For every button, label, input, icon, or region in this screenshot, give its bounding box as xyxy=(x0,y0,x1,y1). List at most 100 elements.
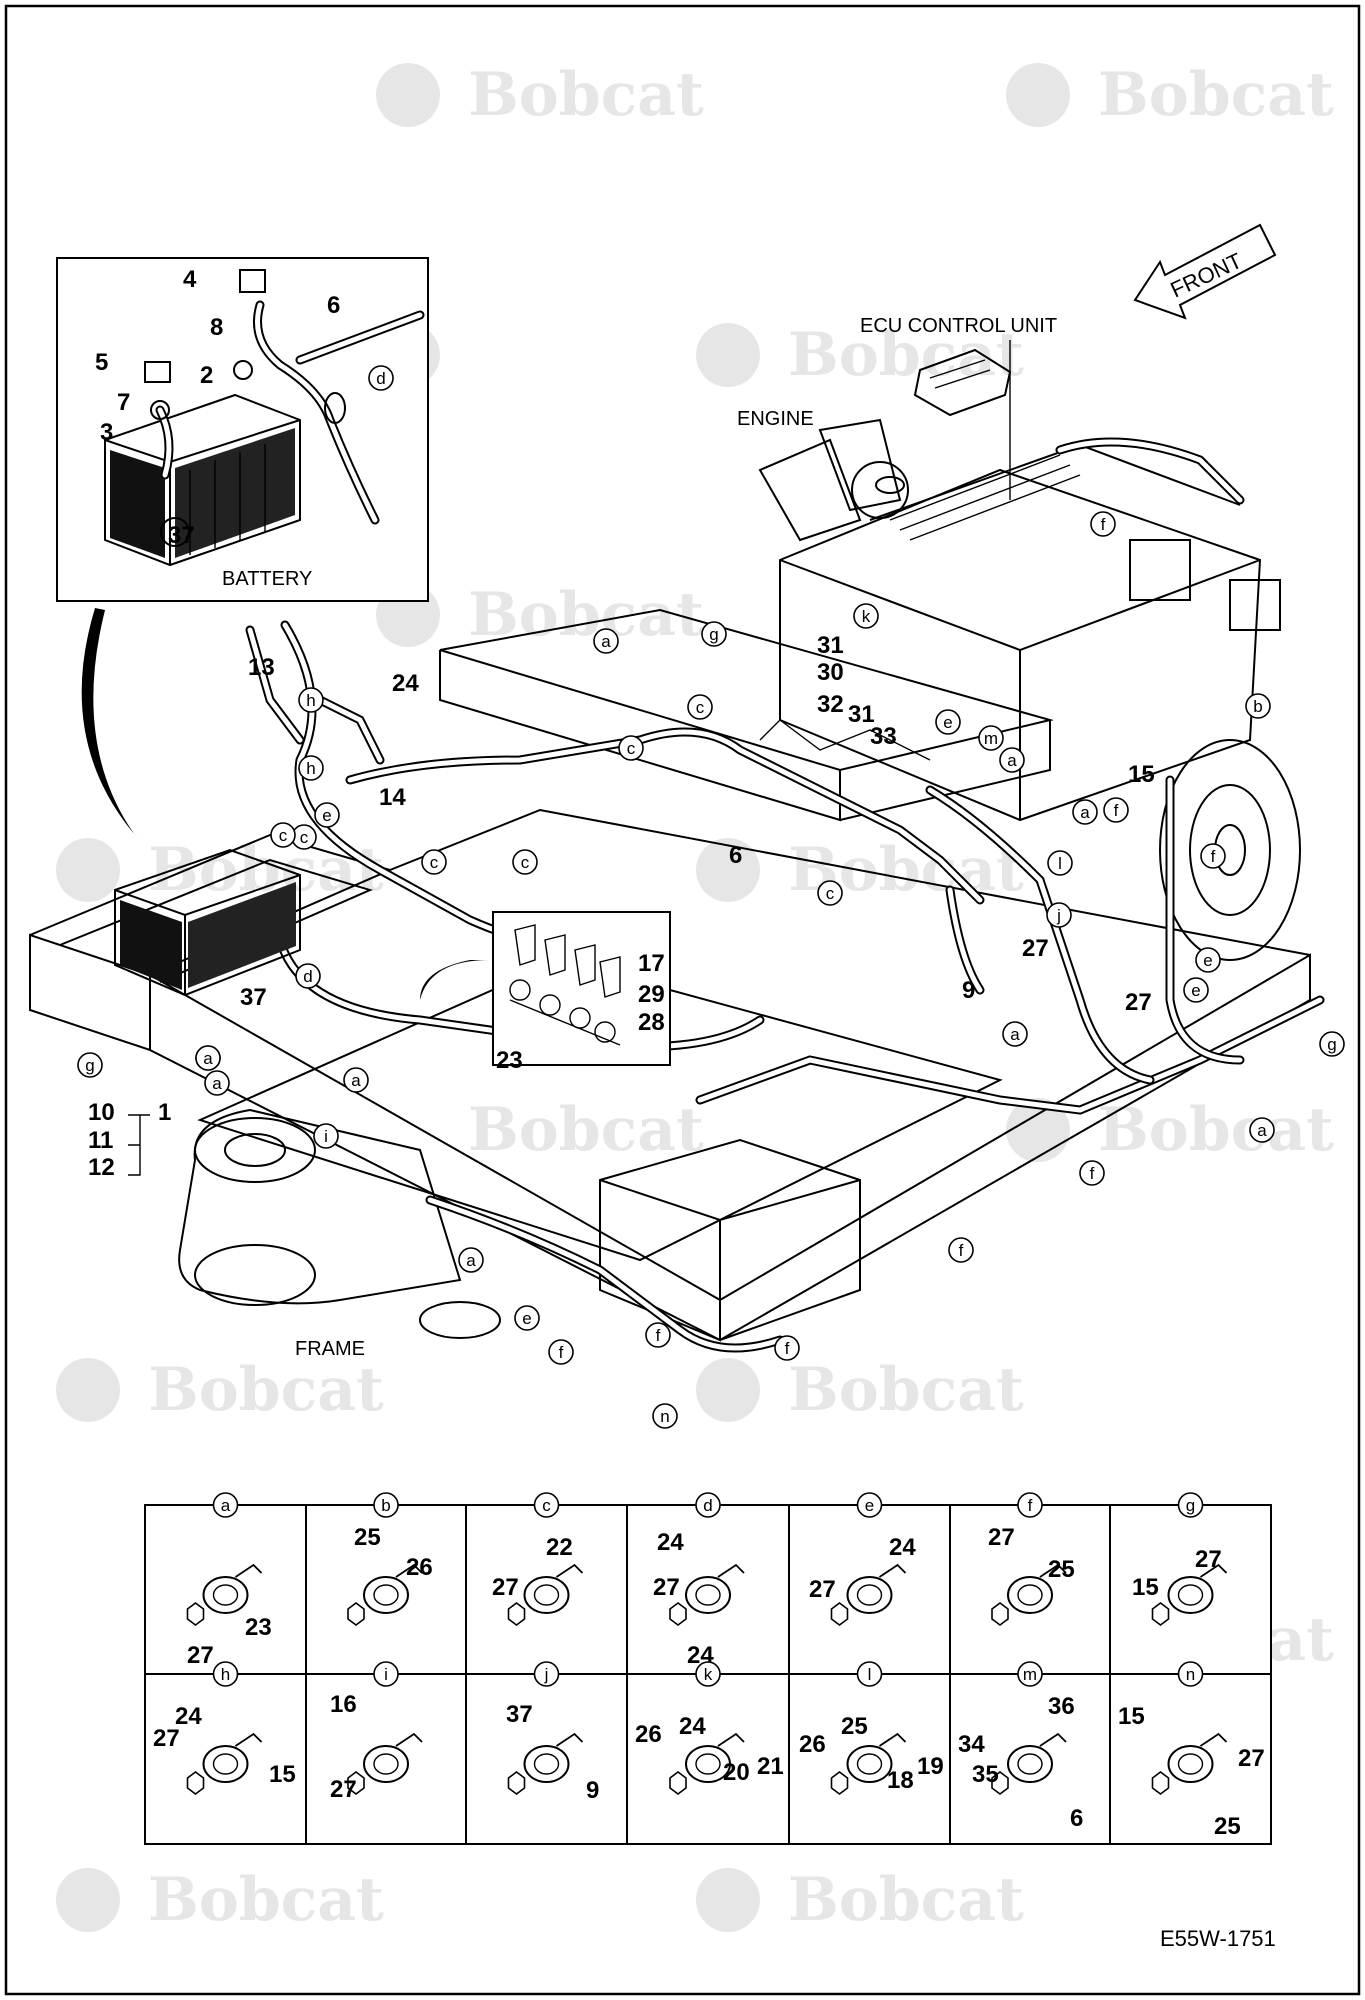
circle-letter: f xyxy=(1101,515,1106,534)
circle-icon xyxy=(1195,947,1221,973)
clamp-inner-icon xyxy=(533,1584,560,1606)
circle-letter: g xyxy=(1327,1035,1336,1054)
watermark-text: Bobcat xyxy=(1098,1095,1334,1165)
circle-letter: e xyxy=(322,806,331,825)
detail-cell-id: k xyxy=(704,1665,713,1684)
clamp-icon xyxy=(846,1576,893,1614)
circle-icon xyxy=(1177,1492,1204,1518)
clamp-tab-icon xyxy=(556,1732,584,1747)
watermark-text: Bobcat xyxy=(468,1095,704,1165)
clamp-inner-icon xyxy=(1177,1584,1204,1606)
detail-part-number: 25 xyxy=(1048,1556,1075,1583)
circle-icon xyxy=(314,802,340,828)
clamp-icon xyxy=(363,1745,409,1783)
circle-icon xyxy=(298,755,324,781)
clamp-icon xyxy=(523,1745,570,1783)
circle-icon xyxy=(593,628,619,654)
detail-part-number: 25 xyxy=(354,1524,381,1551)
circle-letter: f xyxy=(1211,847,1216,866)
frame-battery xyxy=(114,848,301,997)
circle-icon xyxy=(1319,1031,1345,1057)
circled-letter: c xyxy=(270,822,296,848)
clamp-icon xyxy=(202,1745,249,1783)
circle-letter: l xyxy=(1058,854,1062,873)
bolt-icon xyxy=(669,1602,687,1626)
circle-icon xyxy=(1177,1661,1204,1687)
circled-letter: c xyxy=(512,849,538,875)
detail-part-number: 6 xyxy=(1070,1805,1083,1832)
circle-letter: a xyxy=(203,1049,213,1068)
circle-icon xyxy=(695,1492,721,1518)
detail-part-number: 37 xyxy=(506,1701,533,1728)
circle-icon xyxy=(343,1067,369,1093)
detail-part-number: 27 xyxy=(1238,1745,1265,1772)
detail-part-number: 26 xyxy=(635,1721,662,1748)
circle-letter: c xyxy=(521,853,530,872)
bolt-icon xyxy=(186,1602,205,1626)
circle-letter: c xyxy=(696,698,705,717)
circle-letter: a xyxy=(1257,1121,1267,1140)
callout-number: 14 xyxy=(379,784,406,811)
clamp-icon xyxy=(523,1576,570,1614)
circled-letter: a xyxy=(999,747,1025,773)
circle-icon xyxy=(618,735,644,761)
clamp-inner-icon xyxy=(212,1753,239,1775)
circled-letter: c xyxy=(687,694,713,720)
detail-part-number: 20 xyxy=(723,1759,750,1786)
watermark-text: Bobcat xyxy=(468,580,704,650)
circle-icon xyxy=(1047,850,1073,876)
clamp-tab-icon xyxy=(717,1563,745,1578)
circled-letter: m xyxy=(978,725,1004,751)
clamp-tab-icon xyxy=(1200,1732,1228,1747)
circled-letter: a xyxy=(1249,1117,1275,1143)
clamp-tab-icon xyxy=(556,1563,584,1578)
callout-number: 24 xyxy=(392,670,419,697)
circle-letter: f xyxy=(1114,801,1119,820)
circled-letter: c xyxy=(618,735,644,761)
circle-letter: m xyxy=(984,729,998,748)
circled-letter: f xyxy=(1090,511,1116,537)
detail-part-number: 27 xyxy=(492,1574,519,1601)
circled-letter: g xyxy=(1319,1031,1345,1057)
circle-letter: e xyxy=(522,1309,531,1328)
circle-icon xyxy=(774,1335,800,1361)
figure-id: E55W-1751 xyxy=(1160,1926,1276,1951)
circle-icon xyxy=(701,621,727,647)
detail-part-number: 24 xyxy=(889,1534,916,1561)
front-arrow-icon: FRONT xyxy=(1133,223,1277,320)
circle-letter: j xyxy=(1056,906,1061,925)
detail-part-number: 24 xyxy=(679,1713,706,1740)
callout-number: 6 xyxy=(327,292,340,319)
circled-letter: a xyxy=(458,1247,484,1273)
circle-icon xyxy=(1249,1117,1275,1143)
circle-icon xyxy=(1079,1160,1105,1186)
detail-part-number: 18 xyxy=(887,1767,914,1794)
circle-icon xyxy=(298,687,324,713)
circled-letter: h xyxy=(298,687,324,713)
circle-letter: h xyxy=(306,691,315,710)
inset-pointer-arrow xyxy=(81,608,140,842)
clamp-tab-icon xyxy=(395,1732,423,1747)
circle-icon xyxy=(295,963,321,989)
circle-icon xyxy=(548,1339,574,1365)
callout-number: 32 xyxy=(817,691,844,718)
circle-letter: c xyxy=(279,826,288,845)
detail-part-number: 34 xyxy=(958,1731,985,1758)
circle-icon xyxy=(856,1492,883,1518)
circled-letter: f xyxy=(774,1335,800,1361)
callout-number: 30 xyxy=(817,659,844,686)
circle-icon xyxy=(1183,977,1209,1003)
bolt-icon xyxy=(507,1771,526,1795)
circle-icon xyxy=(1090,511,1116,537)
circled-letter: j xyxy=(1046,902,1072,928)
callout-number: 6 xyxy=(729,842,742,869)
bolt-icon xyxy=(1151,1771,1170,1795)
detail-cell-id: h xyxy=(221,1665,230,1684)
